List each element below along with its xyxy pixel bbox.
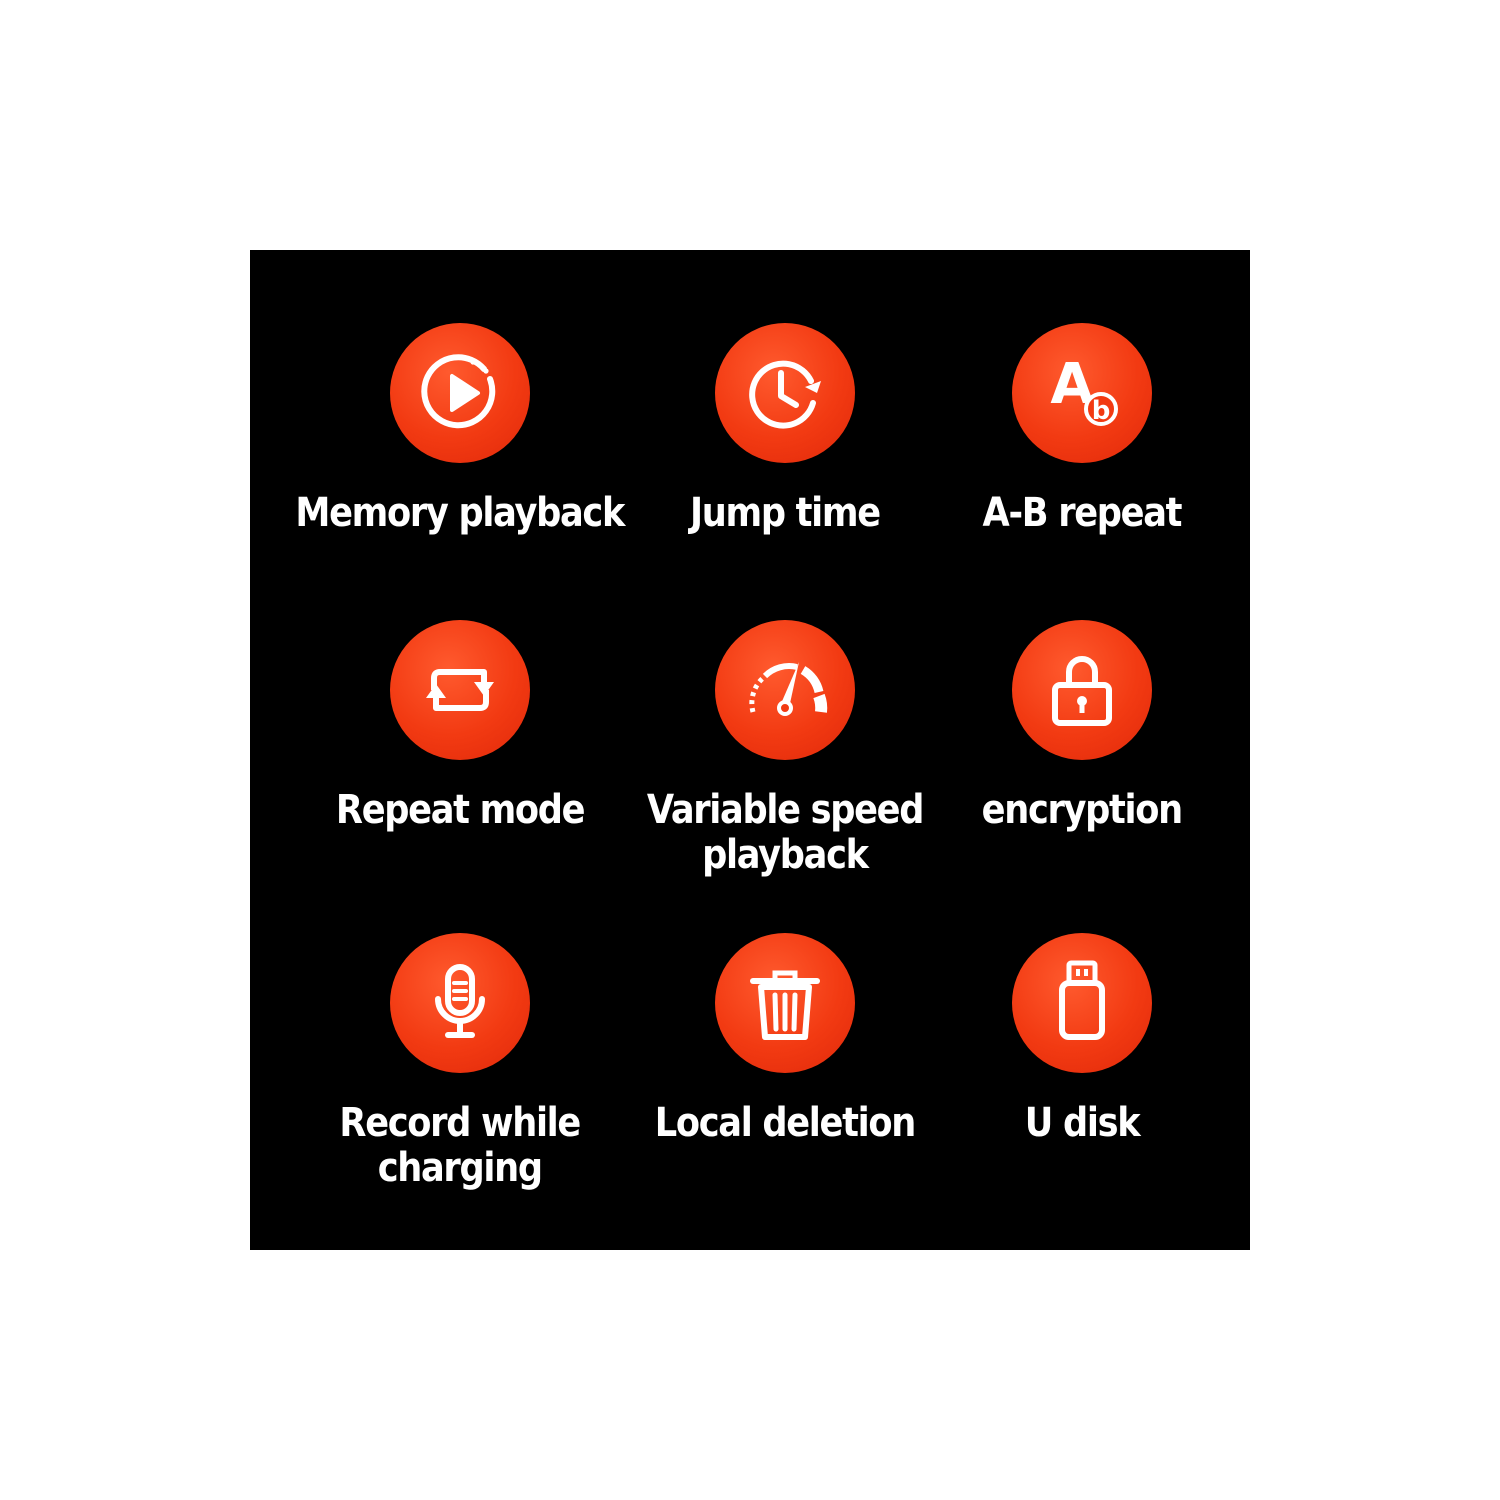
- memory-playback-icon-badge: [390, 323, 530, 463]
- feature-memory-playback: Memory playback: [280, 323, 640, 536]
- letter-b: b: [1092, 396, 1111, 426]
- ab-letters-icon: A b: [1050, 352, 1118, 426]
- speedometer-icon: [749, 662, 828, 716]
- feature-encryption: encryption: [902, 620, 1262, 833]
- clock-rotate-icon: [749, 360, 821, 429]
- feature-label: Memory playback: [295, 490, 626, 536]
- encryption-icon-badge: [1012, 620, 1152, 760]
- usb-drive-icon: [1059, 960, 1105, 1040]
- feature-label: Jump time: [690, 490, 881, 536]
- feature-label: U disk: [1024, 1100, 1141, 1146]
- variable-speed-icon-badge: [715, 620, 855, 760]
- microphone-icon: [435, 964, 485, 1038]
- feature-jump-time: Jump time: [605, 323, 965, 536]
- feature-label: Local deletion: [654, 1100, 917, 1146]
- feature-label: Repeat mode: [335, 787, 586, 833]
- feature-label: Record while charging: [339, 1100, 582, 1191]
- padlock-icon: [1052, 656, 1112, 726]
- ab-repeat-icon-badge: A b: [1012, 323, 1152, 463]
- feature-u-disk: U disk: [902, 933, 1262, 1146]
- play-circle-icon: [421, 354, 496, 429]
- jump-time-icon-badge: [715, 323, 855, 463]
- feature-label: Variable speed playback: [646, 787, 925, 878]
- local-deletion-icon-badge: [715, 933, 855, 1073]
- feature-local-deletion: Local deletion: [605, 933, 965, 1146]
- feature-repeat-mode: Repeat mode: [280, 620, 640, 833]
- feature-label: A-B repeat: [982, 490, 1183, 536]
- features-panel: Memory playback Jump time A b A-B repeat: [250, 250, 1250, 1250]
- feature-variable-speed: Variable speed playback: [605, 620, 965, 878]
- repeat-mode-icon-badge: [390, 620, 530, 760]
- feature-label: encryption: [981, 787, 1184, 833]
- trash-can-icon: [750, 970, 820, 1040]
- record-while-charging-icon-badge: [390, 933, 530, 1073]
- feature-ab-repeat: A b A-B repeat: [902, 323, 1262, 536]
- feature-record-while-charging: Record while charging: [280, 933, 640, 1191]
- repeat-arrows-icon: [426, 669, 494, 711]
- u-disk-icon-badge: [1012, 933, 1152, 1073]
